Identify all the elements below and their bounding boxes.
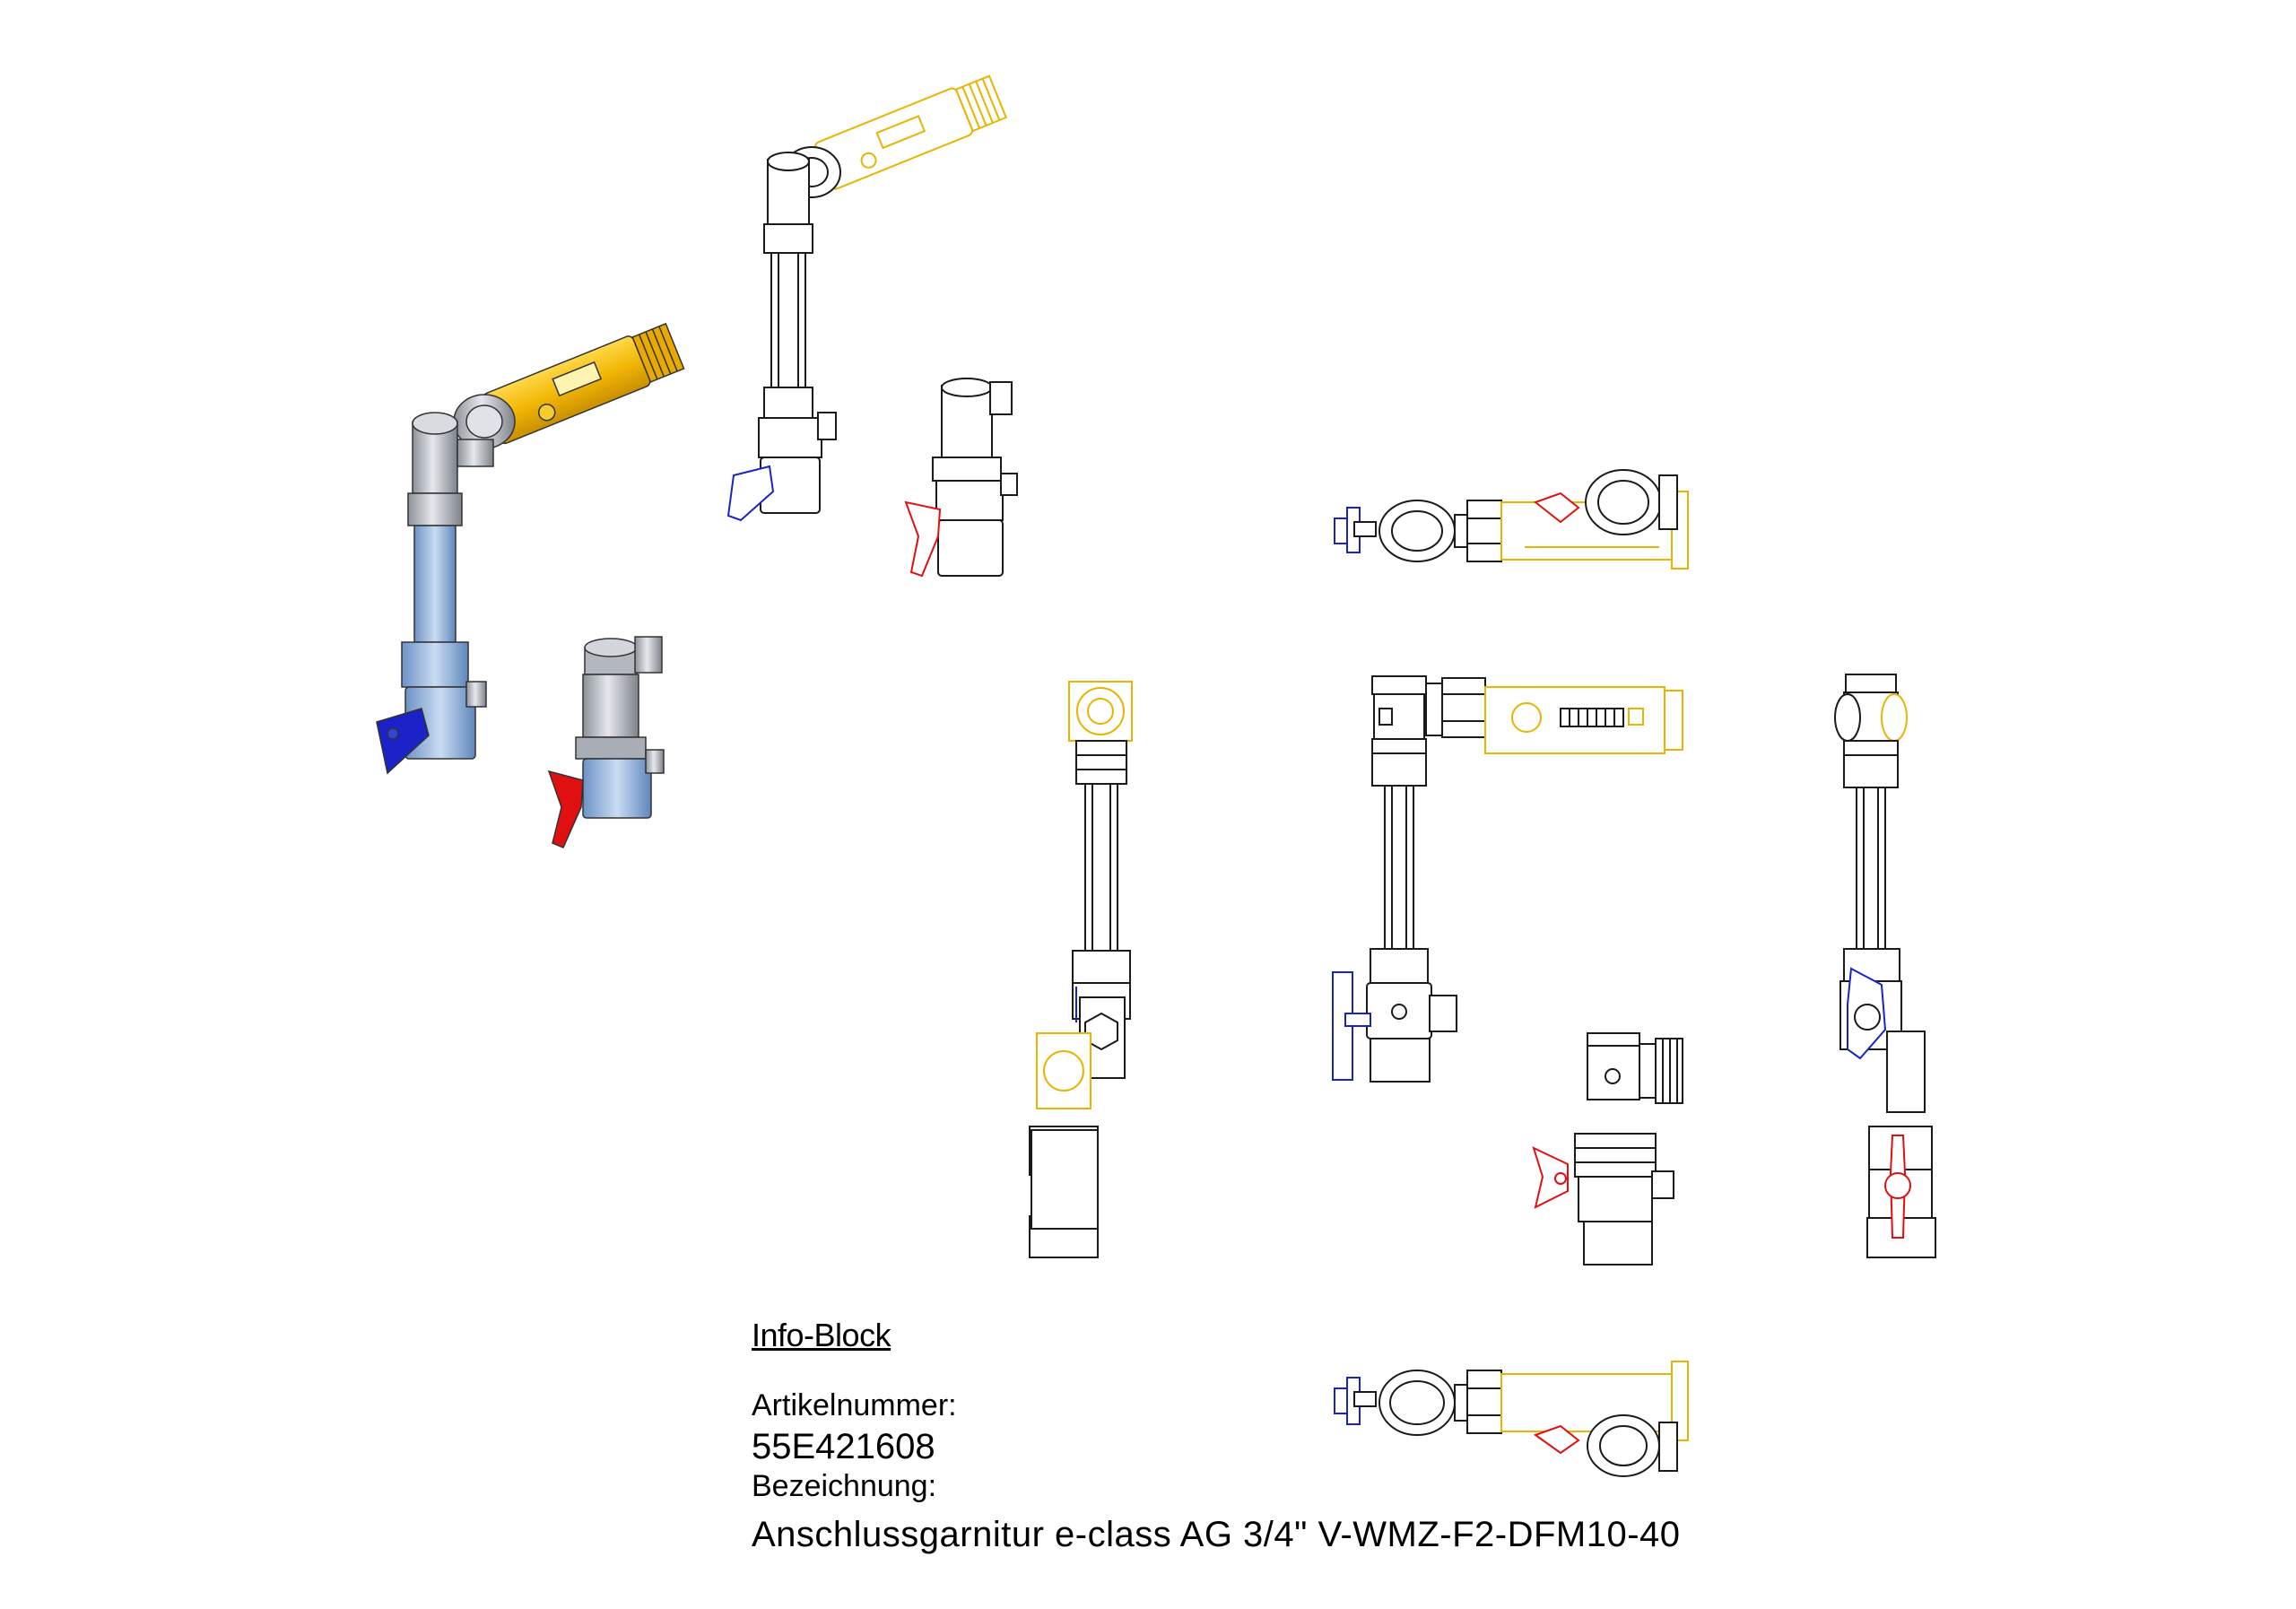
article-number: 55E421608: [752, 1426, 935, 1466]
designation-label: Bezeichnung:: [752, 1468, 937, 1503]
bottom-view: [1335, 1361, 1688, 1476]
side-view-a: [1030, 682, 1132, 1257]
isometric-shaded-assembly: [377, 321, 685, 848]
isometric-outline-assembly: [728, 74, 1017, 576]
red-valve-handle: [549, 771, 583, 848]
red-valve-handle-outline: [906, 502, 940, 576]
info-block: Info-Block Artikelnummer: 55E421608 Beze…: [752, 1317, 1828, 1554]
side-view-c: [1835, 674, 1935, 1257]
heat-meter-yellow: [482, 321, 684, 445]
small-valve-view: [1534, 1033, 1683, 1265]
article-number-label: Artikelnummer:: [752, 1388, 957, 1422]
info-block-heading: Info-Block: [752, 1317, 891, 1353]
top-view: [1335, 470, 1688, 569]
blue-valve-handle: [377, 709, 429, 773]
designation: Anschlussgarnitur e-class AG 3/4" V-WMZ-…: [752, 1515, 1681, 1555]
heat-meter-outline-yellow: [813, 74, 1007, 191]
side-view-b: [1333, 676, 1683, 1082]
blue-valve-handle-outline: [728, 466, 773, 520]
